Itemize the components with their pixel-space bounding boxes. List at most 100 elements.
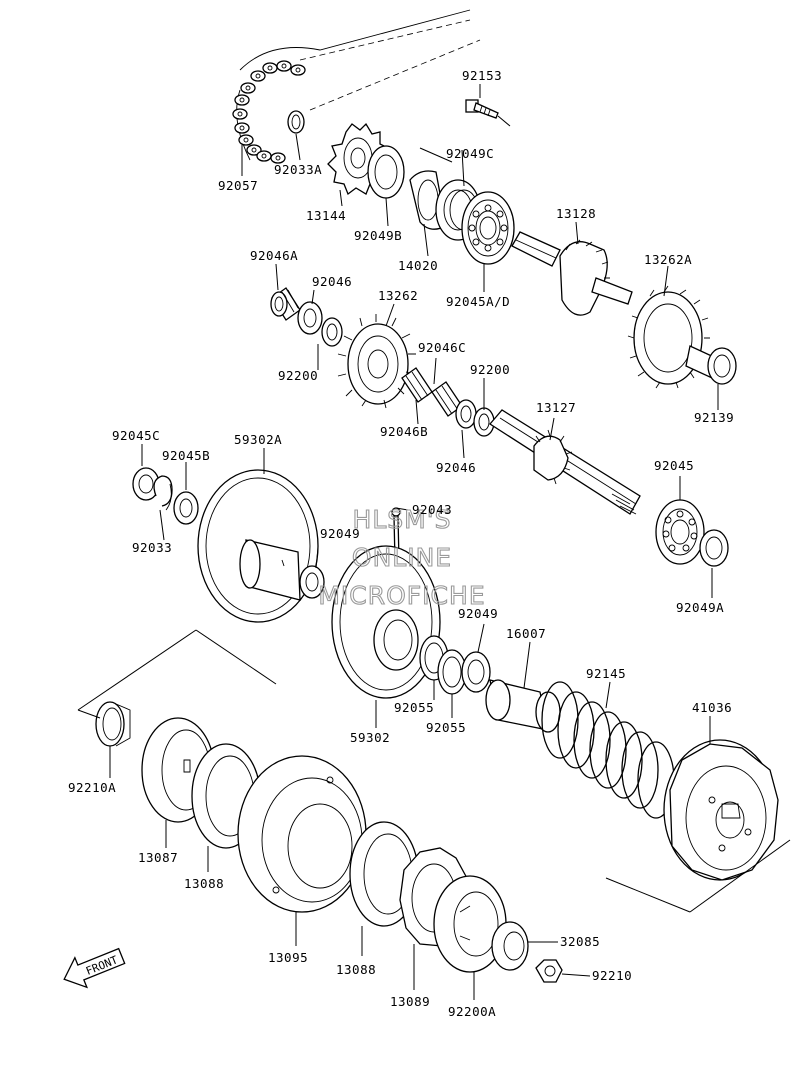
label-92046: 92046 bbox=[312, 274, 352, 289]
label-92045B: 92045B bbox=[162, 448, 210, 463]
label-92139: 92139 bbox=[694, 410, 734, 425]
chain-pin bbox=[267, 65, 273, 71]
gear-13262 bbox=[337, 314, 416, 409]
needle-bearing-92046A bbox=[270, 287, 301, 321]
chain-pin bbox=[281, 63, 287, 69]
label-13262A: 13262A bbox=[644, 252, 692, 267]
chain-pin bbox=[239, 125, 245, 131]
watermark-line-1: HLSM'S bbox=[353, 505, 452, 534]
chain-link bbox=[250, 70, 266, 82]
label-16007: 16007 bbox=[506, 626, 546, 641]
label-92045C: 92045C bbox=[112, 428, 160, 443]
chain-pin bbox=[237, 111, 243, 117]
label-13127: 13127 bbox=[536, 400, 576, 415]
clutch-housing-41036 bbox=[663, 739, 779, 881]
chain-link bbox=[270, 152, 286, 164]
seal-92049A bbox=[699, 529, 729, 567]
label-92153: 92153 bbox=[462, 68, 502, 83]
circlip-92033A bbox=[287, 110, 305, 134]
spring-coil bbox=[573, 701, 611, 779]
gear-13262A bbox=[627, 285, 710, 389]
needle-bearing-92046C bbox=[401, 367, 463, 417]
label-92046B: 92046B bbox=[380, 424, 428, 439]
chain-link bbox=[262, 62, 278, 74]
front-arrow: FRONT bbox=[63, 947, 126, 989]
seal-92049b bbox=[461, 651, 491, 693]
chain-pin bbox=[255, 73, 261, 79]
sheave-59302A bbox=[197, 469, 319, 623]
watermark: HLSM'S ONLINE MICROFICHE bbox=[318, 504, 485, 610]
spring-coil bbox=[605, 721, 643, 799]
chain-link bbox=[234, 122, 250, 134]
chain-link bbox=[238, 134, 254, 146]
chain-pin bbox=[239, 97, 245, 103]
label-13095: 13095 bbox=[268, 950, 308, 965]
spring-coil bbox=[541, 681, 579, 759]
label-92210: 92210 bbox=[592, 968, 632, 983]
shaft-13128 bbox=[511, 231, 633, 316]
watermark-line-3: MICROFICHE bbox=[318, 581, 485, 610]
label-92049A: 92049A bbox=[676, 600, 724, 615]
chain-pin bbox=[295, 67, 301, 73]
label-13087: 13087 bbox=[138, 850, 178, 865]
spring-coil bbox=[589, 711, 627, 789]
spring-coil bbox=[621, 731, 659, 809]
label-14020: 14020 bbox=[398, 258, 438, 273]
seal-92049 bbox=[299, 565, 325, 599]
label-92049B: 92049B bbox=[354, 228, 402, 243]
collar-32085 bbox=[491, 921, 529, 971]
label-32085: 32085 bbox=[560, 934, 600, 949]
bearing-92045AD bbox=[461, 191, 515, 265]
label-92049C: 92049C bbox=[446, 146, 494, 161]
label-92046b: 92046 bbox=[436, 460, 476, 475]
circlip-92033 bbox=[153, 475, 173, 511]
label-41036: 41036 bbox=[692, 700, 732, 715]
label-92045: 92045 bbox=[654, 458, 694, 473]
label-92043: 92043 bbox=[412, 502, 452, 517]
label-92057: 92057 bbox=[218, 178, 258, 193]
washer-92046b bbox=[455, 399, 477, 429]
chain-link bbox=[246, 144, 262, 156]
collar-92139 bbox=[685, 345, 737, 385]
chain-link bbox=[240, 82, 256, 94]
chain-pin bbox=[251, 147, 257, 153]
label-92200: 92200 bbox=[278, 368, 318, 383]
washer-92049B bbox=[367, 145, 405, 199]
chain-link bbox=[232, 108, 248, 120]
bearing-92045B bbox=[173, 491, 199, 525]
collar-16007 bbox=[485, 679, 561, 733]
nut-92210A bbox=[95, 701, 131, 747]
label-92200b: 92200 bbox=[470, 362, 510, 377]
sheave-59302 bbox=[331, 545, 441, 699]
label-13128: 13128 bbox=[556, 206, 596, 221]
chain-link bbox=[276, 60, 292, 72]
drum-13095 bbox=[237, 755, 367, 913]
part-number-labels: 92153 92049C 92033A 92057 13144 92049B 1… bbox=[68, 68, 734, 1019]
label-13088: 13088 bbox=[184, 876, 224, 891]
chain-pin bbox=[275, 155, 281, 161]
label-92046C: 92046C bbox=[418, 340, 466, 355]
label-59302: 59302 bbox=[350, 730, 390, 745]
label-92046A: 92046A bbox=[250, 248, 298, 263]
label-92033: 92033 bbox=[132, 540, 172, 555]
chain-pin bbox=[243, 137, 249, 143]
shaft-13127 bbox=[489, 409, 641, 515]
label-92055: 92055 bbox=[394, 700, 434, 715]
label-92049: 92049 bbox=[320, 526, 360, 541]
nut-92210 bbox=[535, 959, 563, 983]
watermark-line-2: ONLINE bbox=[352, 543, 452, 572]
assembly-leader-lines bbox=[77, 147, 791, 913]
spring-92145 bbox=[541, 681, 675, 819]
label-13089: 13089 bbox=[390, 994, 430, 1009]
bolt-92153 bbox=[465, 84, 511, 127]
chain-link bbox=[234, 94, 250, 106]
label-13144: 13144 bbox=[306, 208, 346, 223]
label-92049b: 92049 bbox=[458, 606, 498, 621]
spring-coil bbox=[557, 691, 595, 769]
drive-chain bbox=[232, 9, 481, 164]
label-13262: 13262 bbox=[378, 288, 418, 303]
washer-92200 bbox=[321, 317, 343, 347]
label-92210A: 92210A bbox=[68, 780, 116, 795]
